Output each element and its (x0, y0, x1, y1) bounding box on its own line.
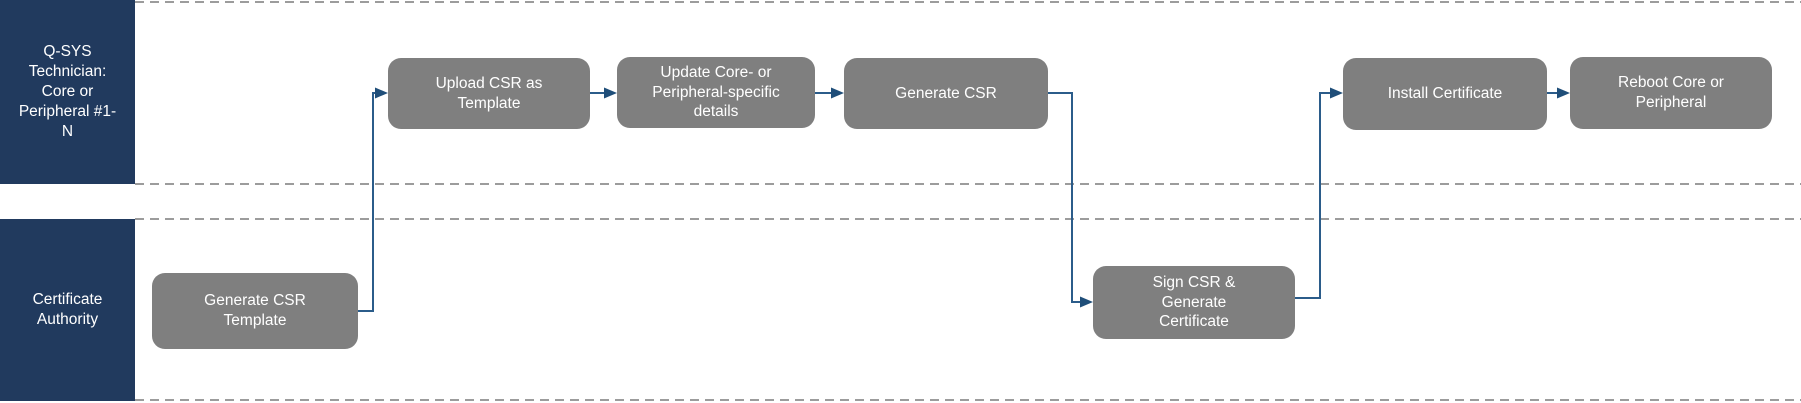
flow-node-generate-csr-template: Generate CSR Template (152, 273, 358, 349)
lane-divider-bottom (135, 399, 1801, 401)
lane-label-certificate-authority: Certificate Authority (32, 290, 103, 328)
arrowhead-icon (604, 87, 617, 99)
connector-generate-csr-to-sign-csr (1048, 92, 1093, 308)
lane-divider-lane1-bottom (135, 183, 1801, 185)
lane-band-qsys-technician: Q-SYS Technician: Core or Peripheral #1-… (0, 0, 135, 184)
lane-divider-top (135, 1, 1801, 3)
connector-install-certificate-to-reboot (1547, 87, 1570, 99)
connector-generate-csr-template-to-upload-csr (358, 87, 388, 312)
flow-node-generate-csr: Generate CSR (844, 58, 1048, 129)
connector-sign-csr-to-install-certificate (1295, 87, 1343, 299)
flow-node-sign-csr-and-generate-certificate: Sign CSR & Generate Certificate (1093, 266, 1295, 339)
flow-node-reboot-core-or-peripheral: Reboot Core or Peripheral (1570, 57, 1772, 129)
arrowhead-icon (1557, 87, 1570, 99)
connector-update-details-to-generate-csr (815, 87, 844, 99)
arrowhead-icon (375, 87, 388, 99)
arrowhead-icon (1330, 87, 1343, 99)
connector-upload-csr-to-update-details (590, 87, 617, 99)
lane-band-certificate-authority: Certificate Authority (0, 219, 135, 401)
lane-label-qsys-technician: Q-SYS Technician: Core or Peripheral #1-… (18, 42, 117, 141)
flow-node-install-certificate: Install Certificate (1343, 58, 1547, 130)
arrowhead-icon (831, 87, 844, 99)
arrowhead-icon (1080, 296, 1093, 308)
lane-divider-lane2-top (135, 218, 1801, 220)
flow-node-upload-csr-as-template: Upload CSR as Template (388, 58, 590, 129)
flow-node-update-core-or-peripheral-specific-details: Update Core- or Peripheral-specific deta… (617, 57, 815, 128)
